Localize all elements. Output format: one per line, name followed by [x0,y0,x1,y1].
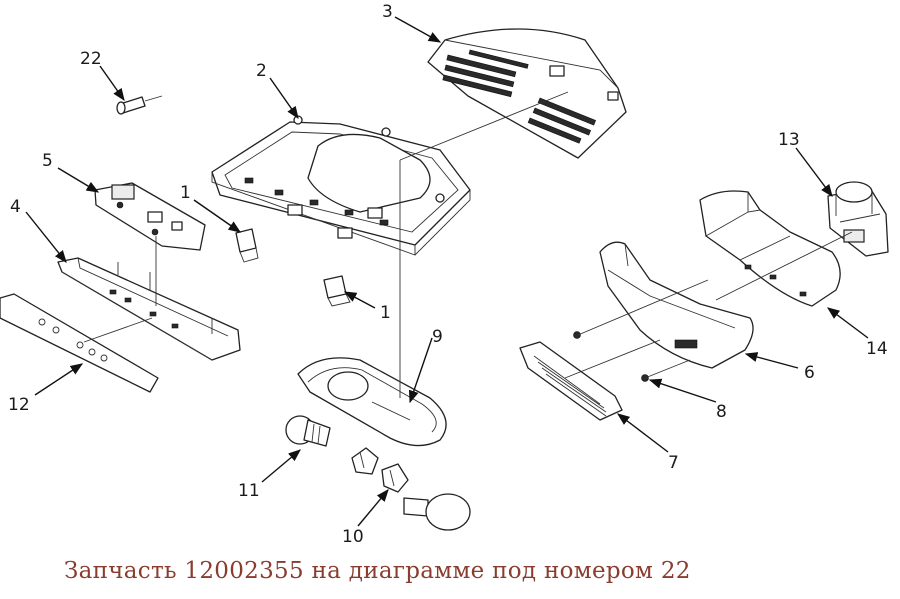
part-1-switch-upper [235,228,259,263]
callout-11: 11 [238,481,260,501]
part-13-damper-motor [827,181,889,257]
leader-2 [269,77,299,120]
part-bulb-right [403,493,471,531]
callout-leaders [25,16,869,527]
callout-7: 7 [668,453,679,473]
caption-text: Запчасть 12002355 на диаграмме под номер… [64,558,691,584]
leader-6 [744,352,799,369]
callout-1-upper: 1 [180,183,191,203]
leader-11 [261,449,301,483]
assembly-axis-lines [83,91,853,398]
leader-1a [193,199,242,233]
callout-14: 14 [866,339,888,359]
part-3-vent-cover [427,28,627,159]
part-9-lamp-housing [297,357,447,447]
part-1-switch-lower [323,275,351,307]
callout-9: 9 [432,327,443,347]
leader-8 [648,378,717,403]
leader-7 [616,413,669,453]
leader-22 [99,65,125,102]
part-10-lamp-socket [351,447,409,493]
leader-1b [343,291,376,309]
callout-13: 13 [778,130,800,150]
part-22-screw [116,95,163,115]
callout-6: 6 [804,363,815,383]
part-2-housing-frame [211,115,471,256]
callout-1-lower: 1 [380,303,391,323]
part-14-rear-duct [699,190,841,307]
leader-4 [25,211,67,263]
part-4-front-bezel [57,257,241,361]
part-7-grille [519,341,623,421]
callout-labels: 3 2 1 1 22 5 4 12 9 11 10 13 14 6 8 7 [8,2,888,547]
callout-10: 10 [342,527,364,547]
callout-4: 4 [10,197,21,217]
leader-14 [826,307,869,339]
callout-2: 2 [256,61,267,81]
leader-12 [34,363,84,396]
leader-9 [408,337,433,404]
part-12-label-strip [0,293,159,393]
part-5-control-board [94,182,206,251]
part-6-front-shroud [599,241,754,369]
callout-5: 5 [42,151,53,171]
callout-8: 8 [716,402,727,422]
leader-13 [795,147,833,198]
leader-3 [394,16,442,43]
callout-12: 12 [8,395,30,415]
leader-10 [357,489,389,527]
callout-22: 22 [80,49,102,69]
leader-5 [57,167,100,193]
part-11-bulb-left [285,415,331,447]
callout-3: 3 [382,2,393,22]
